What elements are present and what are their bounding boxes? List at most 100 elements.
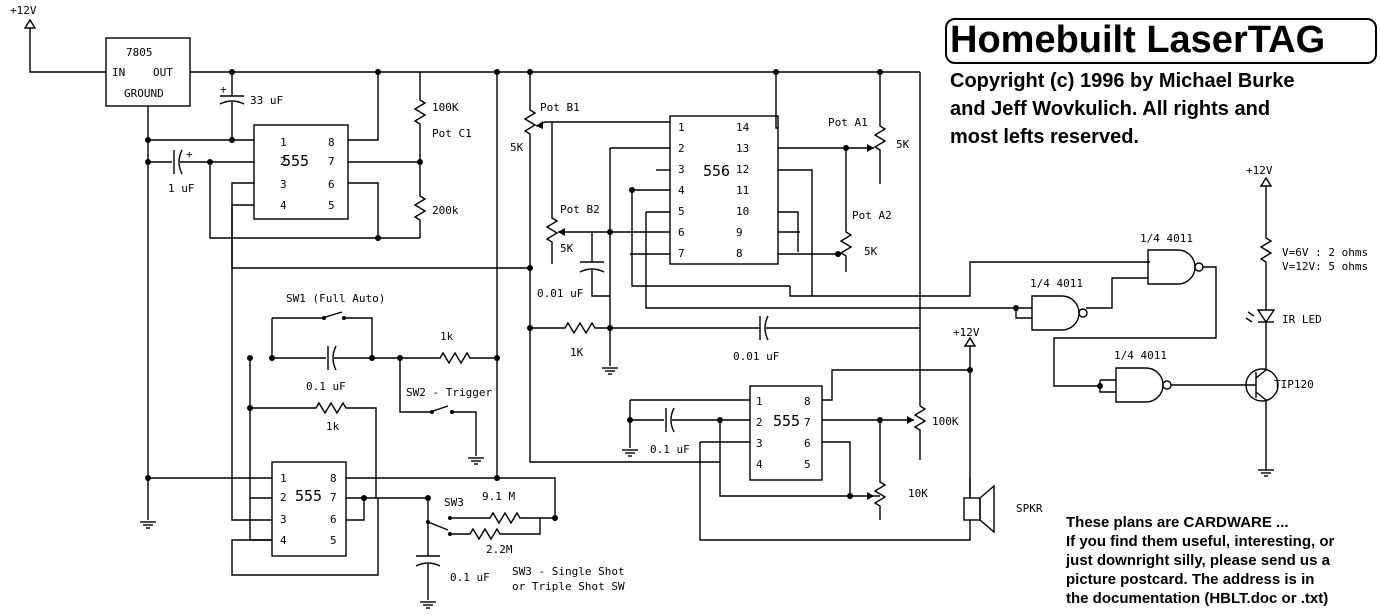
svg-text:8: 8 xyxy=(328,136,335,149)
nand-gate-2: 1/4 4011 xyxy=(1030,277,1088,331)
cap33-plus: + xyxy=(220,83,227,96)
svg-text:1/4 4011: 1/4 4011 xyxy=(1114,349,1167,362)
cardware-line-2: If you find them useful, interesting, or xyxy=(1066,533,1335,550)
ic556-label: 556 xyxy=(703,162,730,180)
svg-text:1: 1 xyxy=(678,121,685,134)
svg-text:4: 4 xyxy=(678,184,685,197)
r10k-label: 10K xyxy=(908,487,928,500)
ground-symbol xyxy=(139,521,157,529)
svg-text:3: 3 xyxy=(280,178,287,191)
r22m-label: 2.2M xyxy=(486,543,513,556)
ic555c-label: 555 xyxy=(773,412,800,430)
svg-text:6: 6 xyxy=(678,226,685,239)
sw3-desc-1: SW3 - Single Shot xyxy=(512,565,625,578)
reg-in-label: IN xyxy=(112,66,125,79)
cardware-line-3: just downright silly, please send us a xyxy=(1066,552,1330,569)
svg-text:2: 2 xyxy=(678,142,685,155)
svg-text:6: 6 xyxy=(328,178,335,191)
nand-gate-1: 1/4 4011 xyxy=(1140,232,1204,285)
potb1-label: Pot B1 xyxy=(540,101,580,114)
cardware-line-5: the documentation (HBLT.doc or .txt) xyxy=(1066,590,1329,607)
svg-text:7: 7 xyxy=(804,416,811,429)
r91m-label: 9.1 M xyxy=(482,490,515,503)
cap33-label: 33 uF xyxy=(250,94,283,107)
svg-text:8: 8 xyxy=(804,395,811,408)
svg-text:3: 3 xyxy=(756,437,763,450)
svg-text:4: 4 xyxy=(756,458,763,471)
ic-556 xyxy=(669,115,779,265)
r1k-b-label: 1k xyxy=(326,420,340,433)
speaker xyxy=(963,484,995,534)
cap001a-label: 0.01 uF xyxy=(537,287,583,300)
sw3-desc-2: or Triple Shot SW xyxy=(512,580,625,593)
ic-555-a xyxy=(253,124,349,220)
svg-text:5: 5 xyxy=(804,458,811,471)
potc1-label: Pot C1 xyxy=(432,127,472,140)
svg-text:3: 3 xyxy=(678,163,685,176)
svg-text:1/4 4011: 1/4 4011 xyxy=(1030,277,1083,290)
r100k-b-label: 100K xyxy=(932,415,959,428)
led-r-label-2: V=12V: 5 ohms xyxy=(1282,260,1368,273)
reg-gnd-label: GROUND xyxy=(124,87,164,100)
cardware-line-4: picture postcard. The address is in xyxy=(1066,571,1315,588)
ic555a-label: 555 xyxy=(282,152,309,170)
r1k-a-label: 1k xyxy=(440,330,454,343)
nand-gate-3: 1/4 4011 xyxy=(1114,349,1172,403)
vcc-led-label: +12V xyxy=(1246,164,1273,177)
svg-text:7: 7 xyxy=(330,491,337,504)
title-frame xyxy=(945,18,1377,64)
cardware-line-1: These plans are CARDWARE ... xyxy=(1066,514,1289,531)
svg-text:5: 5 xyxy=(328,199,335,212)
pota1-val: 5K xyxy=(896,138,910,151)
potb2-val: 5K xyxy=(560,242,574,255)
svg-text:1: 1 xyxy=(280,136,287,149)
svg-text:2: 2 xyxy=(280,491,287,504)
pota2-val: 5K xyxy=(864,245,878,258)
vcc-arrow-spk xyxy=(964,337,976,347)
spkr-label: SPKR xyxy=(1016,502,1043,515)
copyright-line-3: most lefts reserved. xyxy=(950,126,1139,148)
svg-text:8: 8 xyxy=(736,247,743,260)
svg-text:5: 5 xyxy=(678,205,685,218)
svg-text:13: 13 xyxy=(736,142,749,155)
copyright-line-2: and Jeff Wovkulich. All rights and xyxy=(950,98,1271,120)
svg-text:12: 12 xyxy=(736,163,749,176)
svg-text:14: 14 xyxy=(736,121,750,134)
reg-label: 7805 xyxy=(126,46,153,59)
cap01b-label: 0.1 uF xyxy=(450,571,490,584)
pota2-label: Pot A2 xyxy=(852,209,892,222)
vcc-arrow-led xyxy=(1260,177,1272,187)
svg-text:7: 7 xyxy=(328,155,335,168)
r100k-label: 100K xyxy=(432,101,459,114)
copyright-line-1: Copyright (c) 1996 by Michael Burke xyxy=(950,70,1295,92)
cap1-label: 1 uF xyxy=(168,182,195,195)
vcc-spk-label: +12V xyxy=(953,326,980,339)
irled-label: IR LED xyxy=(1282,313,1322,326)
r1k-mid-label: 1K xyxy=(570,346,584,359)
svg-text:4: 4 xyxy=(280,199,287,212)
svg-text:11: 11 xyxy=(736,184,749,197)
cap1-plus: + xyxy=(186,148,193,161)
ic-555-b xyxy=(271,461,347,557)
svg-text:5: 5 xyxy=(330,534,337,547)
svg-text:1/4 4011: 1/4 4011 xyxy=(1140,232,1193,245)
page-title: Homebuilt LaserTAG xyxy=(950,19,1326,61)
cap01c-label: 0.1 uF xyxy=(650,443,690,456)
svg-text:6: 6 xyxy=(804,437,811,450)
svg-text:7: 7 xyxy=(678,247,685,260)
potb1-val: 5K xyxy=(510,141,524,154)
pota1-label: Pot A1 xyxy=(828,116,868,129)
ic-555-c xyxy=(749,385,823,481)
reg-out-label: OUT xyxy=(153,66,173,79)
cap001b-label: 0.01 uF xyxy=(733,350,779,363)
svg-text:8: 8 xyxy=(330,472,337,485)
svg-text:10: 10 xyxy=(736,205,749,218)
r200k-label: 200k xyxy=(432,204,459,217)
sw1-label: SW1 (Full Auto) xyxy=(286,292,385,305)
svg-text:1: 1 xyxy=(756,395,763,408)
tip-label: TIP120 xyxy=(1274,378,1314,391)
ic555b-label: 555 xyxy=(295,487,322,505)
cap01a-label: 0.1 uF xyxy=(306,380,346,393)
potb2-label: Pot B2 xyxy=(560,203,600,216)
